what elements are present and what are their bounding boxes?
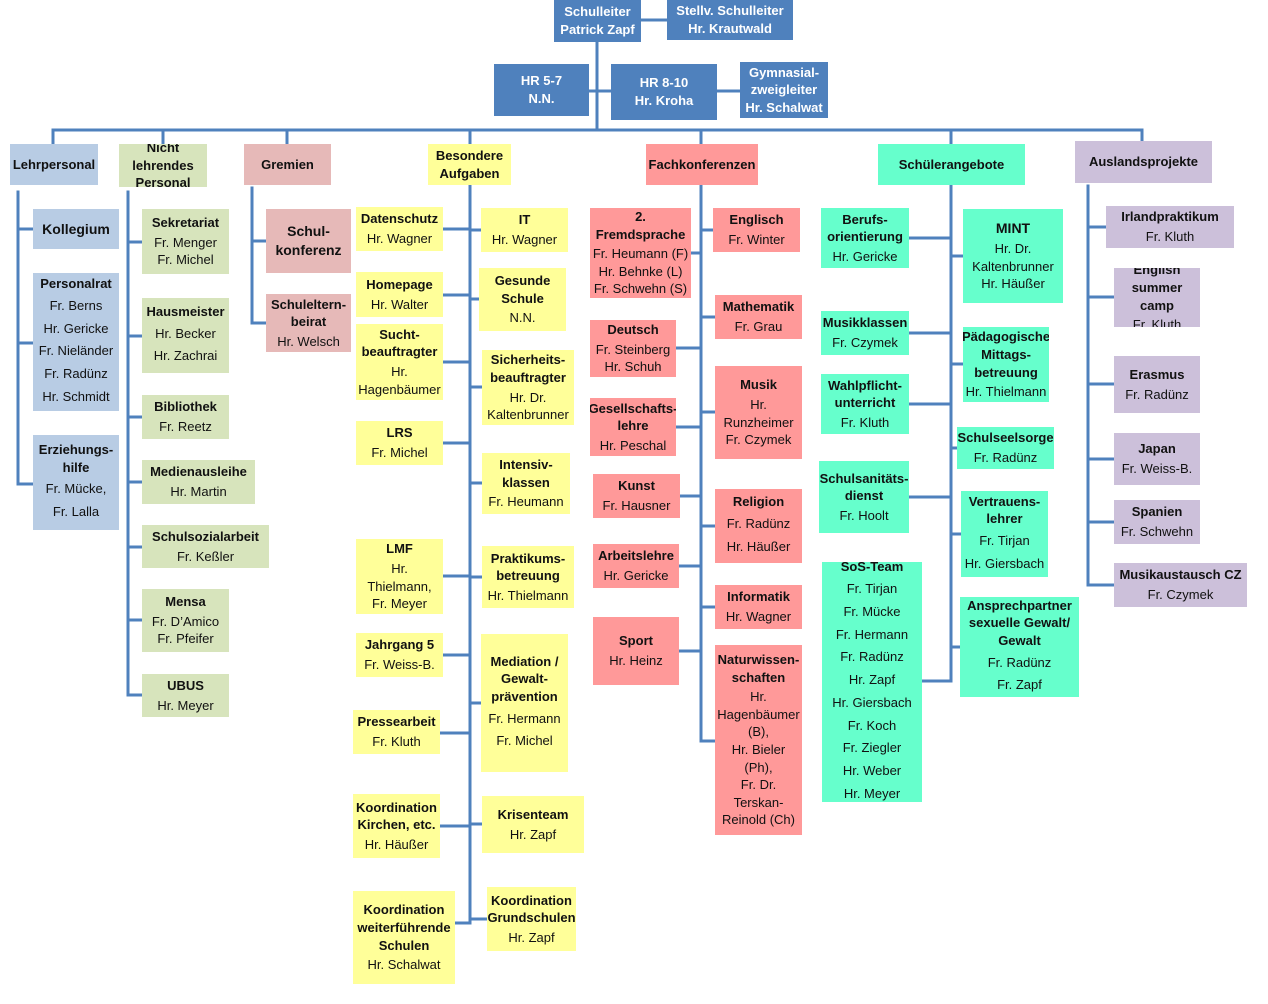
spanien-box: Spanien Fr. Schwehn xyxy=(1114,500,1200,544)
gymnasialzweigleiter-person: Hr. Schalwat xyxy=(745,99,823,115)
hr-8-10-box: HR 8-10 Hr. Kroha xyxy=(611,64,717,120)
arbeitslehre-box: Arbeitslehre Hr. Gericke xyxy=(593,544,679,588)
religion-box: Religion Fr. Radünz Hr. Häußer xyxy=(715,489,802,563)
irlandpraktikum-box: Irlandpraktikum Fr. Kluth xyxy=(1106,206,1234,248)
hausmeister-box: Hausmeister Hr. Becker Hr. Zachrai xyxy=(142,298,229,373)
koordination-kirchen-box: Koordination Kirchen, etc. Hr. Häußer xyxy=(353,794,440,858)
erziehungshilfe-box: Erziehungs- hilfe Fr. Mücke, Fr. Lalla xyxy=(33,435,119,530)
sicherheitsbeauftragter-box: Sicherheits- beauftragter Hr. Dr. Kalten… xyxy=(482,350,574,425)
category-nicht-lehrendes-personal: Nicht lehrendes Personal xyxy=(119,144,207,187)
schulsozialarbeit-box: Schulsozialarbeit Fr. Keßler xyxy=(142,525,269,568)
medienausleihe-box: Medienausleihe Hr. Martin xyxy=(142,460,255,504)
mediation-gewaltpraevention-box: Mediation / Gewalt- prävention Fr. Herma… xyxy=(481,634,568,772)
ubus-box: UBUS Hr. Meyer xyxy=(142,674,229,717)
fremdsprache-box: 2. Fremdsprache Fr. Heumann (F) Hr. Behn… xyxy=(590,208,691,298)
bibliothek-box: Bibliothek Fr. Reetz xyxy=(142,395,229,439)
mensa-box: Mensa Fr. D’Amico Fr. Pfeifer xyxy=(142,589,229,652)
category-auslandsprojekte: Auslandsprojekte xyxy=(1075,141,1212,183)
mathematik-box: Mathematik Fr. Grau xyxy=(715,295,802,339)
category-lehrpersonal: Lehrpersonal xyxy=(10,144,98,185)
schulkonferenz-box: Schul- konferenz xyxy=(266,209,351,273)
stellv-schulleiter-box: Stellv. Schulleiter Hr. Krautwald xyxy=(667,0,793,40)
naturwissenschaften-box: Naturwissen- schaften Hr. Hagenbäumer (B… xyxy=(715,645,802,835)
english-summer-camp-box: English summer camp Fr. Kluth xyxy=(1114,268,1200,327)
gymnasialzweigleiter-box: Gymnasial- zweigleiter Hr. Schalwat xyxy=(740,62,828,118)
stellv-schulleiter-title: Stellv. Schulleiter xyxy=(676,3,784,19)
sport-box: Sport Hr. Heinz xyxy=(593,617,679,685)
hr-8-10-person: Hr. Kroha xyxy=(634,93,694,108)
jahrgang-5-box: Jahrgang 5 Fr. Weiss-B. xyxy=(356,633,443,677)
mint-box: MINT Hr. Dr. Kaltenbrunner Hr. Häußer xyxy=(963,209,1063,303)
wahlpflichtunterricht-box: Wahlpflicht- unterricht Fr. Kluth xyxy=(821,374,909,434)
datenschutz-box: Datenschutz Hr. Wagner xyxy=(356,207,443,251)
hr-5-7-title: HR 5-7 xyxy=(520,73,563,89)
schulelternbeirat-box: Schuleltern- beirat Hr. Welsch xyxy=(266,294,351,352)
praktikumsbetreuung-box: Praktikums- betreuung Hr. Thielmann xyxy=(482,546,574,608)
schulsanitaetsdienst-box: Schulsanitäts- dienst Fr. Hoolt xyxy=(819,461,909,533)
schulleiter-box: Schulleiter Patrick Zapf xyxy=(554,0,641,42)
schulleiter-title: Schulleiter xyxy=(564,4,631,20)
hr-5-7-box: HR 5-7 N.N. xyxy=(494,64,589,116)
englisch-box: Englisch Fr. Winter xyxy=(713,208,800,252)
it-box: IT Hr. Wagner xyxy=(481,208,568,252)
suchtbeauftragter-box: Sucht- beauftragter Hr. Hagenbäumer xyxy=(356,324,443,400)
schulleiter-person: Patrick Zapf xyxy=(560,22,635,37)
erasmus-box: Erasmus Fr. Radünz xyxy=(1114,356,1200,413)
category-gremien: Gremien xyxy=(244,144,331,185)
vertrauenslehrer-box: Vertrauens- lehrer Fr. Tirjan Hr. Giersb… xyxy=(961,491,1048,577)
krisenteam-box: Krisenteam Hr. Zapf xyxy=(482,796,584,853)
informatik-box: Informatik Hr. Wagner xyxy=(715,585,802,629)
sekretariat-box: Sekretariat Fr. Menger Fr. Michel xyxy=(142,209,229,274)
stellv-schulleiter-person: Hr. Krautwald xyxy=(688,21,772,36)
hr-5-7-person: N.N. xyxy=(528,91,555,106)
category-fachkonferenzen: Fachkonferenzen xyxy=(646,144,758,185)
lmf-box: LMF Hr. Thielmann, Fr. Meyer xyxy=(356,539,443,614)
musikklassen-box: Musikklassen Fr. Czymek xyxy=(821,311,909,355)
gesunde-schule-box: Gesunde Schule N.N. xyxy=(479,268,566,331)
personalrat-box: Personalrat Fr. Berns Hr. Gericke Fr. Ni… xyxy=(33,273,119,411)
kollegium-box: Kollegium xyxy=(33,209,119,249)
musik-box: Musik Hr. Runzheimer Fr. Czymek xyxy=(715,366,802,459)
deutsch-box: Deutsch Fr. Steinberg Hr. Schuh xyxy=(590,320,676,377)
homepage-box: Homepage Hr. Walter xyxy=(356,272,443,317)
intensivklassen-box: Intensiv- klassen Fr. Heumann xyxy=(482,453,570,514)
category-schuelerangebote: Schülerangebote xyxy=(878,144,1025,185)
koordination-weiterfuehrende-schulen-box: Koordination weiterführende Schulen Hr. … xyxy=(353,891,455,984)
gymnasialzweigleiter-title: Gymnasial- zweigleiter xyxy=(748,64,820,98)
pressearbeit-box: Pressearbeit Fr. Kluth xyxy=(353,710,440,754)
berufsorientierung-box: Berufs- orientierung Hr. Gericke xyxy=(821,208,909,268)
kunst-box: Kunst Fr. Hausner xyxy=(593,474,680,518)
hr-8-10-title: HR 8-10 xyxy=(639,75,689,91)
paedagogische-mittagsbetreuung-box: Pädagogische Mittags- betreuung Hr. Thie… xyxy=(963,327,1049,402)
lrs-box: LRS Fr. Michel xyxy=(356,421,443,465)
ansprechpartner-gewalt-box: Ansprechpartner sexuelle Gewalt/ Gewalt … xyxy=(960,597,1079,697)
schulseelsorge-box: Schulseelsorge Fr. Radünz xyxy=(957,427,1054,469)
sos-team-box: SoS-Team Fr. Tirjan Fr. Mücke Fr. Herman… xyxy=(822,562,922,802)
gesellschaftslehre-box: Gesellschafts- lehre Hr. Peschal xyxy=(590,398,676,456)
musikaustausch-cz-box: Musikaustausch CZ Fr. Czymek xyxy=(1114,563,1247,607)
category-besondere-aufgaben: Besondere Aufgaben xyxy=(428,144,511,185)
japan-box: Japan Fr. Weiss-B. xyxy=(1114,433,1200,485)
koordination-grundschulen-box: Koordination Grundschulen Hr. Zapf xyxy=(487,887,576,951)
